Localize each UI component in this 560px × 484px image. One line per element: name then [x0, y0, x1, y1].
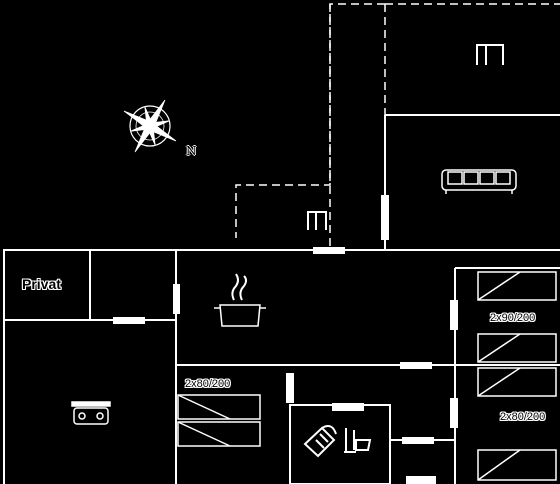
bed-label-c: 2x80/200 — [185, 378, 231, 390]
car-icon — [71, 401, 111, 425]
shower-icon — [303, 425, 337, 458]
fireplace-icon — [476, 44, 504, 65]
door-bathroom — [332, 403, 364, 411]
door-small-bedroom — [286, 373, 294, 403]
terrace-dashed-left — [235, 3, 385, 238]
door-bedroom-b — [450, 398, 458, 428]
door-left-wing — [173, 284, 180, 314]
sofa-icon — [441, 169, 517, 194]
compass-rose-icon — [123, 99, 177, 153]
door-bedroom-a — [450, 300, 458, 330]
bed-a — [477, 271, 557, 363]
room-label-privat: Privat — [22, 276, 61, 292]
bed-label-a: 2x90/200 — [490, 312, 536, 324]
fireplace-icon — [307, 211, 327, 230]
wall-left-top — [3, 249, 176, 484]
bed-b — [477, 367, 557, 481]
bed-c — [177, 394, 261, 447]
beds — [177, 271, 557, 481]
cooking-pot-icon — [214, 273, 266, 327]
door-privat — [113, 317, 145, 324]
door-corridor — [400, 362, 432, 369]
door-main — [313, 247, 345, 254]
door-living — [381, 195, 389, 240]
terrace-outline — [235, 3, 560, 250]
door-bath-right — [402, 437, 434, 444]
bed-label-b: 2x80/200 — [500, 411, 546, 423]
openings — [113, 195, 458, 484]
compass-north-label: N — [186, 144, 197, 158]
toilet-icon — [344, 428, 372, 453]
door-bottom — [406, 476, 436, 484]
